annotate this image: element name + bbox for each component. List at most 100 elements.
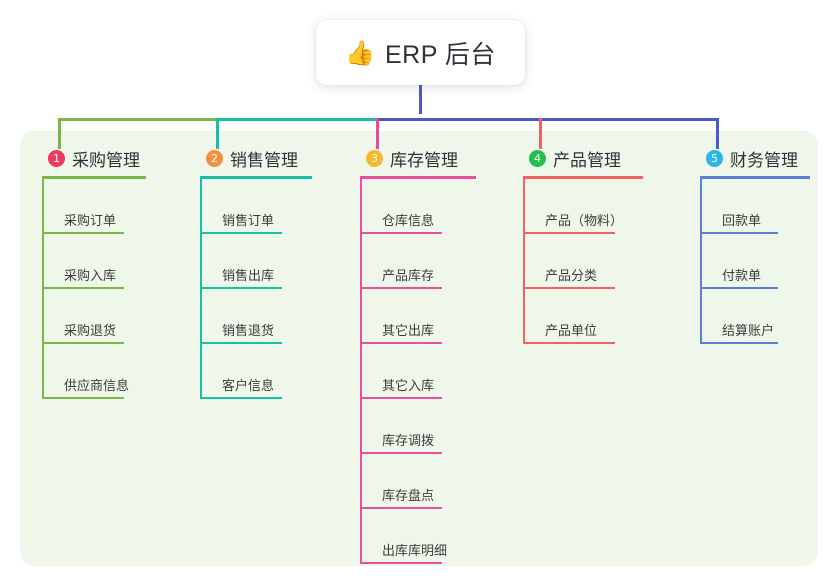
- thumbs-up-icon: 👍: [345, 38, 375, 67]
- branch-child-label: 结算账户: [722, 323, 775, 338]
- branch-child-rule: [360, 562, 442, 564]
- branch-child-node[interactable]: 采购入库: [42, 234, 146, 289]
- branch-child-rule: [42, 397, 124, 399]
- branch-number-badge-1: 1: [48, 149, 65, 167]
- branch-child-rule: [700, 232, 778, 234]
- branch-number-badge-3: 3: [366, 149, 383, 167]
- branch-child-label: 销售出库: [222, 268, 275, 283]
- branch-title-1: 采购管理: [72, 150, 140, 170]
- branch-child-label: 出库库明细: [382, 543, 448, 558]
- branch-child-node[interactable]: 产品（物料）: [523, 179, 643, 234]
- branch-child-label: 付款单: [722, 268, 762, 283]
- branch-child-label: 采购入库: [64, 268, 117, 283]
- branch-child-rule: [700, 342, 778, 344]
- branch-children-3: 仓库信息产品库存其它出库其它入库库存调拨库存盘点出库库明细: [360, 179, 476, 564]
- branch-child-label: 产品单位: [545, 323, 598, 338]
- connector-horizontal-2: [218, 118, 378, 121]
- branch-column-5: 5 财务管理回款单付款单结算账户: [700, 146, 810, 344]
- branch-child-node[interactable]: 仓库信息: [360, 179, 476, 234]
- branch-child-node[interactable]: 产品单位: [523, 289, 643, 344]
- connector-drop-5: [716, 118, 719, 149]
- root-node-title: ERP 后台: [384, 40, 496, 69]
- branch-child-node[interactable]: 其它入库: [360, 344, 476, 399]
- branch-rule-1: [42, 176, 146, 179]
- branch-number-badge-5: 5: [706, 149, 723, 167]
- branch-children-4: 产品（物料） 产品分类产品单位: [523, 179, 643, 344]
- root-node-content: 👍 ERP 后台: [345, 35, 496, 71]
- branch-child-label: 客户信息: [222, 378, 275, 393]
- branch-title-2: 销售管理: [230, 150, 298, 170]
- branch-child-label: 产品分类: [545, 268, 598, 283]
- branch-child-node[interactable]: 结算账户: [700, 289, 810, 344]
- branch-children-5: 回款单付款单结算账户: [700, 179, 810, 344]
- connector-horizontal-3: [378, 118, 719, 121]
- branch-child-node[interactable]: 付款单: [700, 234, 810, 289]
- branch-rule-2: [200, 176, 312, 179]
- branch-child-rule: [42, 287, 124, 289]
- branch-child-label: 产品库存: [382, 268, 435, 283]
- branch-child-node[interactable]: 其它出库: [360, 289, 476, 344]
- branch-child-rule: [700, 287, 778, 289]
- connector-horizontal-1: [58, 118, 218, 121]
- branch-number-badge-4: 4: [529, 149, 546, 167]
- connector-drop-4: [539, 118, 542, 149]
- branch-rule-5: [700, 176, 810, 179]
- branch-child-label: 销售订单: [222, 213, 275, 228]
- branch-rule-3: [360, 176, 476, 179]
- branch-children-2: 销售订单销售出库销售退货客户信息: [200, 179, 312, 399]
- branch-column-2: 2 销售管理销售订单销售出库销售退货客户信息: [200, 146, 312, 399]
- branch-child-node[interactable]: 产品库存: [360, 234, 476, 289]
- branch-child-rule: [360, 452, 442, 454]
- branch-child-node[interactable]: 出库库明细: [360, 509, 476, 564]
- branch-child-rule: [360, 397, 442, 399]
- branch-header-4[interactable]: 4 产品管理: [523, 146, 643, 170]
- branch-spine-4: [523, 179, 525, 344]
- branch-spine-1: [42, 179, 44, 399]
- branch-child-node[interactable]: 库存盘点: [360, 454, 476, 509]
- branch-child-label: 其它入库: [382, 378, 435, 393]
- branch-child-rule: [360, 287, 442, 289]
- branch-spine-3: [360, 179, 362, 564]
- branch-child-rule: [200, 287, 282, 289]
- branch-child-node[interactable]: 销售退货: [200, 289, 312, 344]
- branch-number-badge-2: 2: [206, 149, 223, 167]
- branch-child-label: 供应商信息: [64, 378, 130, 393]
- branch-child-rule: [360, 507, 442, 509]
- connector-drop-1: [58, 118, 61, 149]
- branch-child-node[interactable]: 销售出库: [200, 234, 312, 289]
- branch-child-node[interactable]: 回款单: [700, 179, 810, 234]
- branch-child-label: 产品（物料）: [545, 213, 624, 228]
- branch-title-4: 产品管理: [553, 150, 621, 170]
- branch-spine-5: [700, 179, 702, 344]
- branch-child-rule: [200, 342, 282, 344]
- branch-child-rule: [523, 342, 615, 344]
- branch-child-node[interactable]: 采购订单: [42, 179, 146, 234]
- branch-child-node[interactable]: 采购退货: [42, 289, 146, 344]
- branch-child-label: 库存调拨: [382, 433, 435, 448]
- root-node-card[interactable]: 👍 ERP 后台: [316, 20, 525, 85]
- branch-header-5[interactable]: 5 财务管理: [700, 146, 810, 170]
- branch-child-node[interactable]: 销售订单: [200, 179, 312, 234]
- branch-child-node[interactable]: 库存调拨: [360, 399, 476, 454]
- branch-header-1[interactable]: 1 采购管理: [42, 146, 146, 170]
- branches-panel: [20, 131, 818, 566]
- branch-child-rule: [523, 287, 615, 289]
- branch-spine-2: [200, 179, 202, 399]
- root-trunk-connector: [419, 85, 422, 114]
- branch-children-1: 采购订单采购入库采购退货供应商信息: [42, 179, 146, 399]
- branch-child-node[interactable]: 产品分类: [523, 234, 643, 289]
- branch-child-label: 仓库信息: [382, 213, 435, 228]
- branch-column-4: 4 产品管理产品（物料） 产品分类产品单位: [523, 146, 643, 344]
- branch-child-label: 采购订单: [64, 213, 117, 228]
- branch-header-2[interactable]: 2 销售管理: [200, 146, 312, 170]
- branch-child-node[interactable]: 客户信息: [200, 344, 312, 399]
- connector-drop-2: [216, 118, 219, 149]
- branch-child-rule: [200, 397, 282, 399]
- branch-child-label: 库存盘点: [382, 488, 435, 503]
- branch-child-node[interactable]: 供应商信息: [42, 344, 146, 399]
- branch-title-5: 财务管理: [730, 150, 798, 170]
- branch-child-label: 回款单: [722, 213, 762, 228]
